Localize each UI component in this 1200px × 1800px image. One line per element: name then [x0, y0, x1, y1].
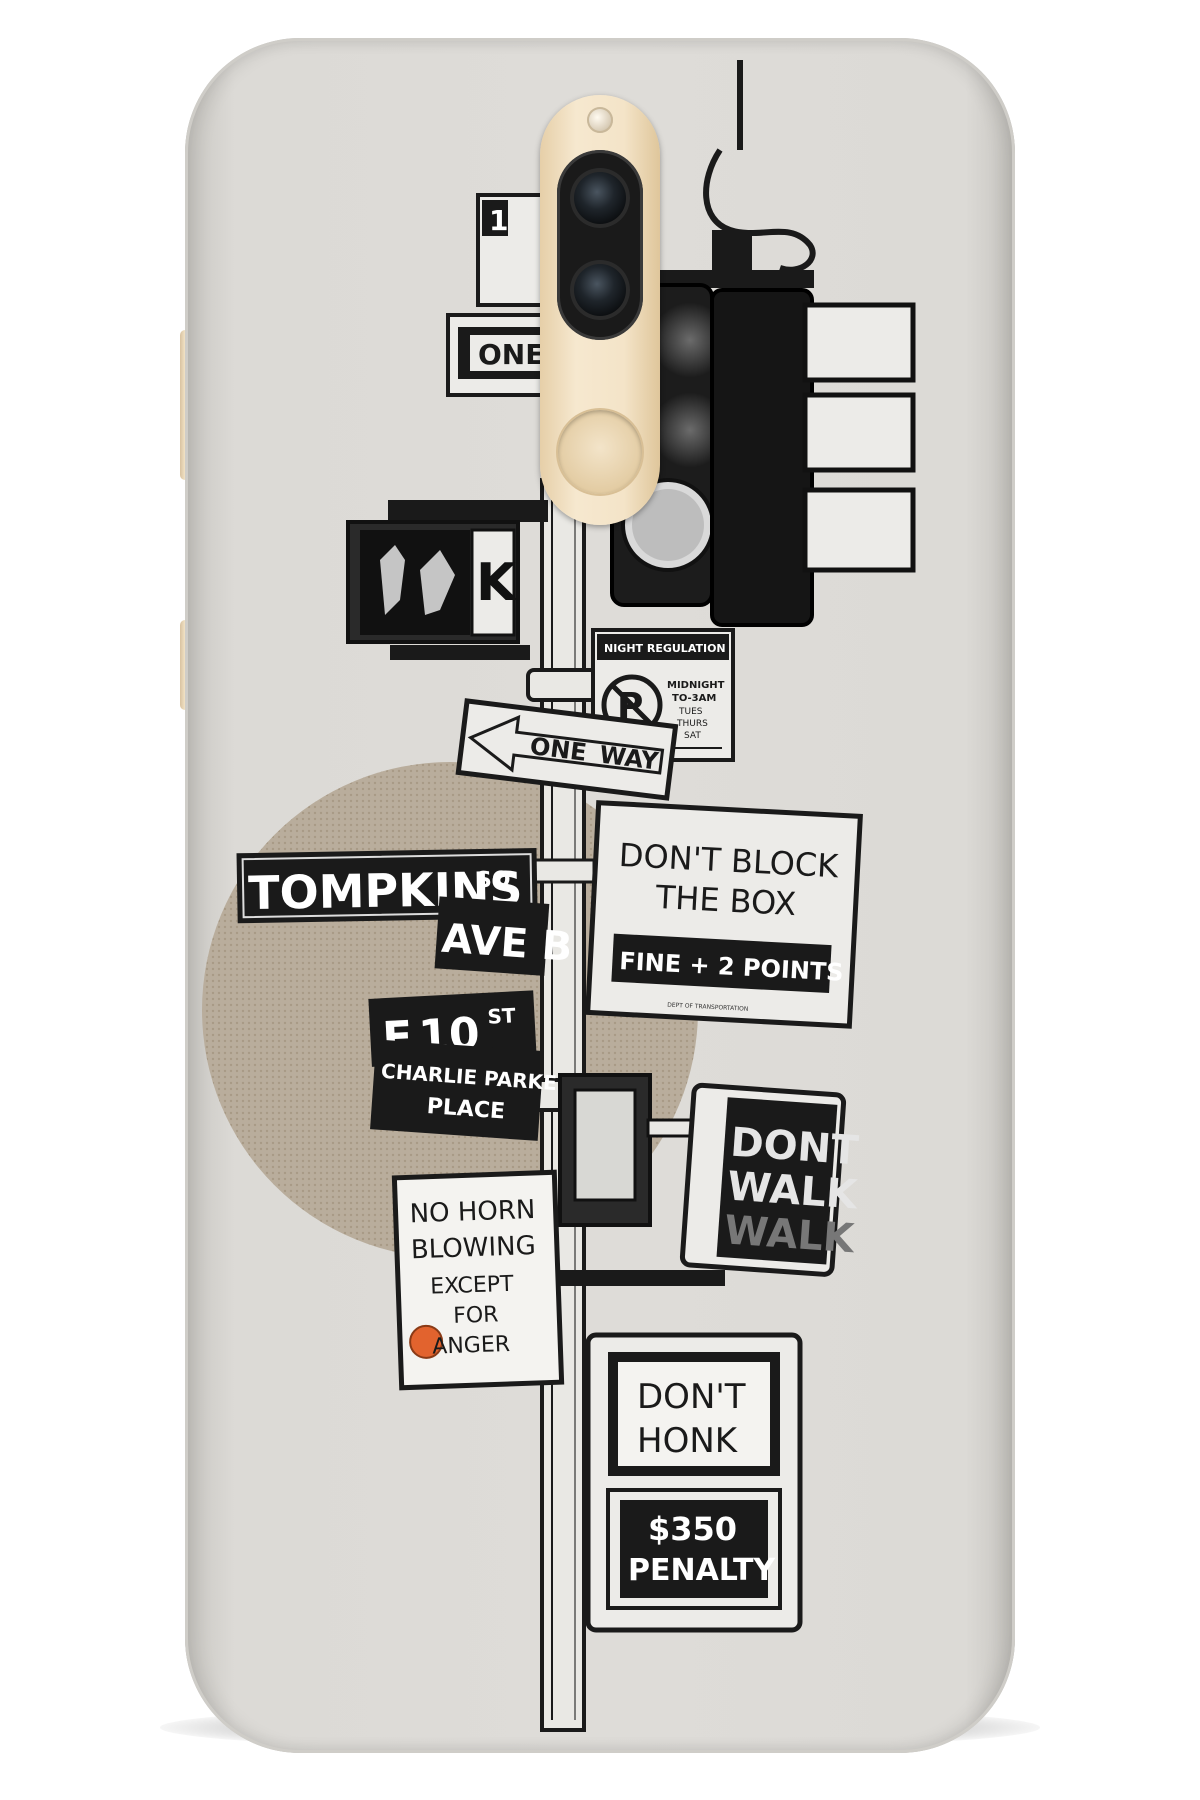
svg-text:THURS: THURS: [676, 719, 708, 729]
camera-module: [540, 95, 660, 525]
camera-lens-icon: [570, 260, 630, 320]
svg-text:THE BOX: THE BOX: [654, 878, 797, 923]
svg-text:TUES: TUES: [678, 707, 703, 717]
camera-lens-icon: [570, 168, 630, 228]
fingerprint-sensor-icon: [558, 410, 642, 494]
svg-text:EXCEPT: EXCEPT: [430, 1272, 515, 1300]
sign-charlie-parker-place: CHARLIE PARKER PLACE: [370, 1039, 573, 1141]
svg-text:$350: $350: [648, 1510, 737, 1548]
walk-box-letter: K: [476, 553, 518, 613]
svg-text:ONE: ONE: [528, 732, 588, 767]
sign-one-way: ONE WAY: [455, 698, 679, 801]
burger-king-logo: [409, 1324, 444, 1359]
sign-dont-block-the-box: DON'T BLOCK THE BOX FINE + 2 POINTS DEPT…: [585, 800, 863, 1029]
svg-text:SQ: SQ: [476, 868, 511, 894]
svg-text:BLOWING: BLOWING: [410, 1231, 536, 1265]
svg-text:ANGER: ANGER: [432, 1332, 511, 1360]
pedestrian-signal-left: K: [346, 500, 548, 660]
svg-text:AVE B: AVE B: [440, 916, 574, 971]
svg-text:1: 1: [489, 204, 508, 237]
svg-text:NIGHT REGULATION: NIGHT REGULATION: [604, 642, 726, 655]
svg-text:PLACE: PLACE: [426, 1094, 506, 1124]
svg-text:WALK: WALK: [723, 1207, 858, 1262]
sign-no-horn-blowing: NO HORN BLOWING EXCEPT FOR ANGER: [391, 1169, 565, 1391]
sign-one-way-top-text: ONE: [478, 338, 544, 371]
svg-text:DEPT OF TRANSPORTATION: DEPT OF TRANSPORTATION: [667, 1002, 748, 1013]
svg-text:FOR: FOR: [453, 1302, 499, 1329]
sign-dont-walk: DONT WALK WALK: [679, 1082, 861, 1277]
traffic-light-front: [710, 288, 916, 627]
svg-text:PENALTY: PENALTY: [628, 1553, 776, 1588]
svg-text:NO HORN: NO HORN: [409, 1195, 536, 1229]
svg-text:ST: ST: [487, 1003, 517, 1028]
lens-housing: [557, 150, 643, 340]
flash-icon: [587, 107, 613, 133]
sign-dont-honk: DON'T HONK $350 PENALTY: [585, 1332, 803, 1633]
svg-text:MIDNIGHT: MIDNIGHT: [667, 680, 725, 691]
svg-text:HONK: HONK: [637, 1421, 739, 1461]
traffic-light-back: [610, 283, 728, 607]
svg-text:DONT: DONT: [729, 1120, 861, 1175]
svg-text:TO-3AM: TO-3AM: [672, 693, 716, 704]
svg-text:DON'T: DON'T: [637, 1377, 746, 1417]
svg-text:SAT: SAT: [684, 731, 701, 741]
signal-bracket: [555, 1073, 725, 1286]
svg-text:WALK: WALK: [726, 1163, 861, 1218]
sign-ave-b: AVE B: [434, 896, 574, 976]
